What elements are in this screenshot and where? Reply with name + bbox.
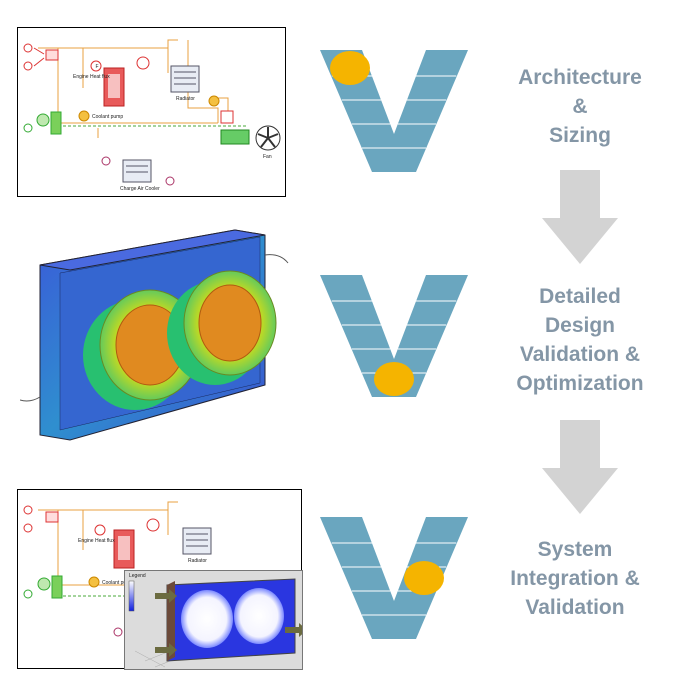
radiator-label-2: Radiator [188, 558, 207, 564]
fem-heat-exchanger-model [19, 225, 290, 445]
fem-drawing [19, 229, 289, 441]
cooler-label: Charge Air Cooler [120, 186, 160, 192]
thermal-result-inset: Legend [124, 570, 307, 670]
v-model-icon-3 [320, 517, 468, 639]
stage3-line2: Integration & [510, 567, 640, 590]
engine-label-2: Engine Heat flux [78, 538, 115, 544]
stage2-line4: Optimization [516, 372, 644, 395]
stage-label-detailed-design: Detailed Design Validation & Optimizatio… [490, 282, 670, 398]
colorbar [128, 580, 135, 612]
v-model-icon-2 [320, 275, 468, 397]
stage3-line1: System [537, 538, 613, 561]
schematic-drawing: F Engine Heat flux Coolant pump Radiator… [23, 39, 281, 192]
stage-label-architecture: Architecture & Sizing [490, 63, 670, 150]
down-arrow-1-shape [542, 170, 618, 264]
radiator-label: Radiator [176, 96, 195, 102]
inset-legend-title: Legend [129, 573, 146, 579]
stage2-line1: Detailed [539, 285, 621, 308]
stage3-line3: Validation [525, 596, 625, 619]
stage1-line1: Architecture [518, 66, 642, 89]
thermal-drawing: Legend [128, 573, 307, 668]
down-arrow-2-shape [542, 420, 618, 514]
v-shape-body [320, 275, 468, 397]
down-arrow-1 [542, 170, 618, 264]
stage1-line2: & [572, 95, 588, 118]
stage-label-system-integration: System Integration & Validation [485, 535, 665, 622]
svg-text:F: F [95, 64, 98, 70]
down-arrow-2 [542, 420, 618, 514]
stage1-line3: Sizing [549, 124, 611, 147]
stage-indicator-dot [374, 362, 414, 396]
engine-label: Engine Heat flux [73, 74, 110, 80]
stage2-line2: Design [544, 314, 615, 337]
fan-label: Fan [263, 154, 272, 160]
stage2-line3: Validation & [519, 343, 641, 366]
stage-indicator-dot [404, 561, 444, 595]
v-model-icon-1 [320, 50, 468, 172]
pump-label-2: Coolant pump [102, 580, 133, 586]
stage-indicator-dot [330, 51, 370, 85]
system-schematic-top: F Engine Heat flux Coolant pump Radiator… [17, 27, 286, 197]
pump-label: Coolant pump [92, 114, 123, 120]
v-shape-body [320, 517, 468, 639]
schematic-drawing-2: Engine Heat flux Coolant pump Radiator [23, 501, 212, 637]
